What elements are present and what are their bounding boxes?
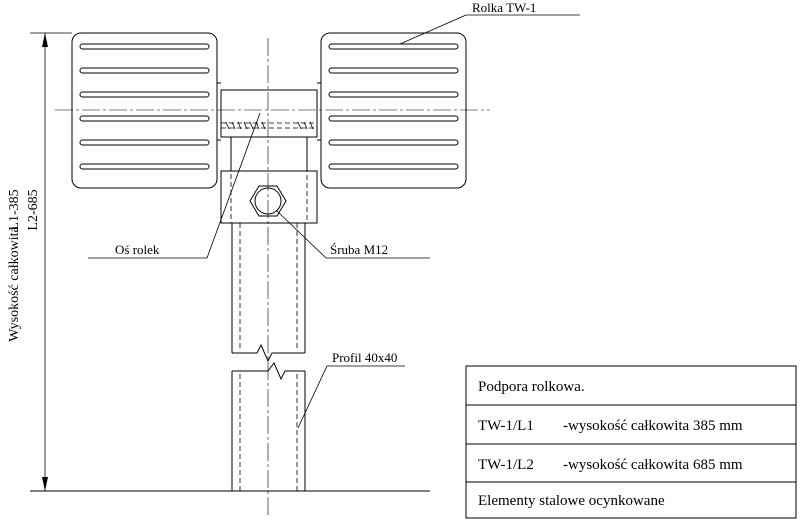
- thread-mark: [261, 121, 266, 130]
- thread-mark: [243, 121, 248, 130]
- table-row-2-code: TW-1/L2: [478, 457, 534, 473]
- profile-label: Profil 40x40: [332, 350, 397, 365]
- axle-label: Oś rolek: [115, 242, 160, 257]
- table-row-1-code: TW-1/L1: [478, 418, 534, 434]
- bolt-m12: [249, 185, 287, 217]
- roller-leader: [399, 14, 580, 45]
- roller-rib: [328, 139, 459, 146]
- axle-housing: [217, 82, 321, 141]
- profile-upper: [231, 223, 306, 363]
- roller-rib: [79, 67, 210, 74]
- bolt-label: Śruba M12: [330, 242, 388, 257]
- right-roller: [320, 32, 467, 189]
- left-roller: [71, 32, 218, 189]
- profile-leader: [297, 365, 405, 429]
- height-label: Wysokość całkowita: [7, 226, 22, 342]
- roller-label: Rolka TW-1: [472, 0, 536, 15]
- roller-rib: [328, 115, 459, 122]
- bracket: [220, 137, 318, 224]
- roller-rib: [79, 139, 210, 146]
- thread-mark: [237, 121, 242, 130]
- roller-rib: [79, 43, 210, 50]
- axle-thread: [225, 121, 314, 130]
- table-row-1-desc: -wysokość całkowita 385 mm: [563, 418, 743, 434]
- axle-leader: [88, 112, 261, 259]
- roller-rib: [328, 43, 459, 50]
- table-note: Elementy stalowe ocynkowane: [478, 493, 665, 509]
- thread-mark: [231, 121, 236, 130]
- thread-mark: [297, 121, 302, 130]
- height-l1: L1-385: [7, 189, 22, 230]
- profile-lower: [231, 362, 306, 491]
- thread-mark: [309, 121, 314, 130]
- table-title: Podpora rolkowa.: [478, 379, 585, 395]
- spec-table: [465, 365, 797, 519]
- roller-rib: [328, 91, 459, 98]
- thread-mark: [225, 121, 230, 130]
- roller-rib: [79, 91, 210, 98]
- roller-rib: [328, 163, 459, 170]
- height-l2: L2-685: [26, 189, 41, 230]
- roller-rib: [79, 115, 210, 122]
- thread-mark: [249, 121, 254, 130]
- center-lines: [55, 38, 490, 518]
- roller-rib: [79, 163, 210, 170]
- thread-mark: [303, 121, 308, 130]
- roller-rib: [328, 67, 459, 74]
- table-row-2-desc: -wysokość całkowita 685 mm: [563, 457, 743, 473]
- height-dimension: [42, 33, 48, 491]
- bolt-leader: [275, 209, 430, 259]
